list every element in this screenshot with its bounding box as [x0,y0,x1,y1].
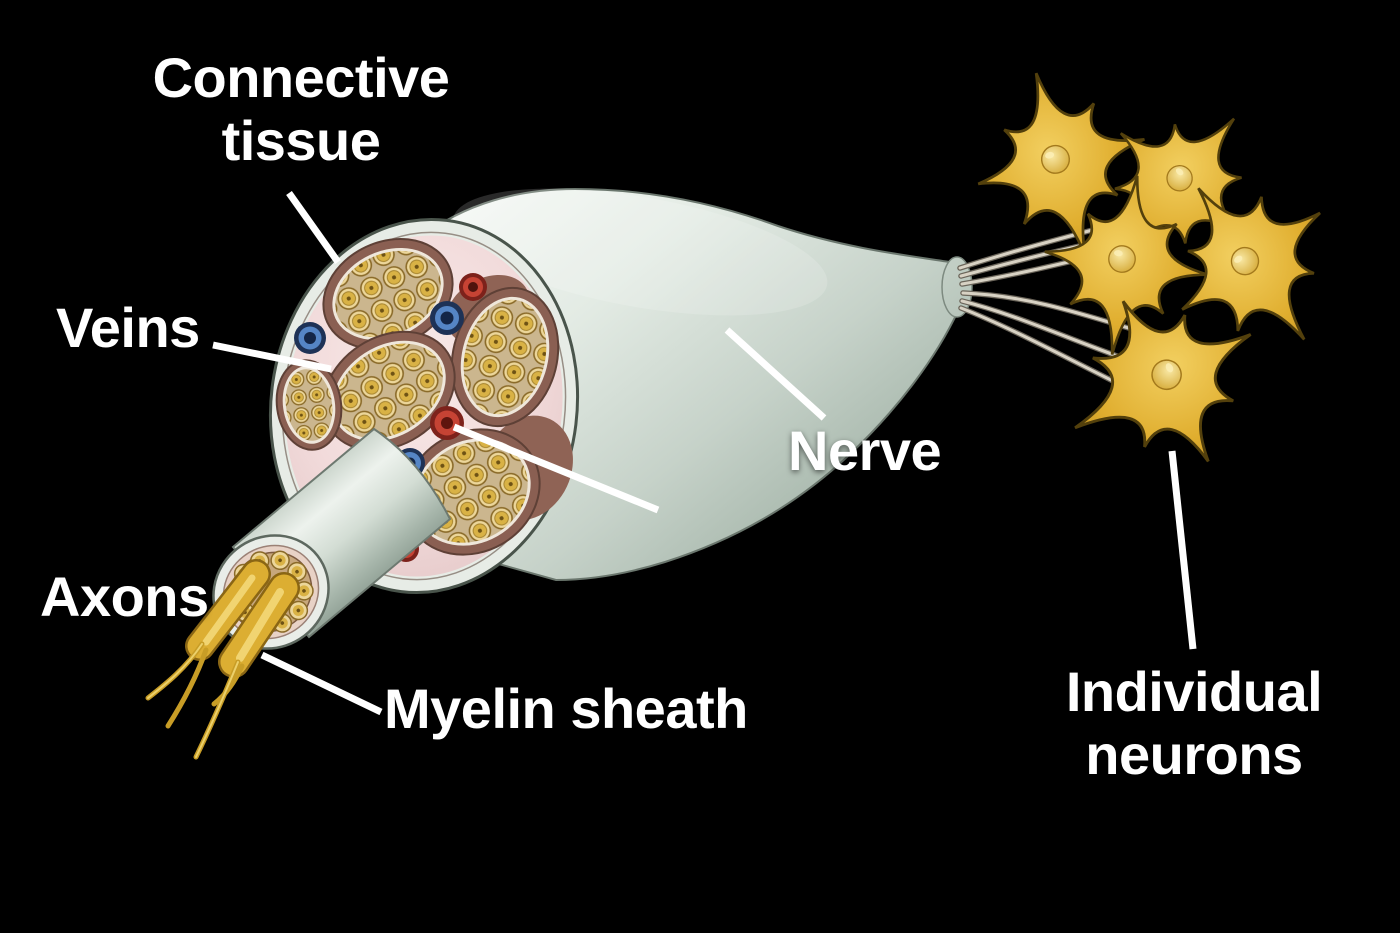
fascicle [450,286,560,428]
myelin-sheath-label: Myelin sheath [384,677,748,740]
myelinated-axons [145,559,300,760]
nerve-leader-line [724,327,827,421]
artery [459,273,487,301]
artery [430,406,464,440]
protruding-fascicle [145,427,452,760]
myelin-sheath-leader-line [260,651,383,716]
nerve-label: Nerve [788,419,942,482]
veins-label: Veins [56,296,200,359]
fascicle [322,330,456,452]
connective-tissue-leader-line [286,190,341,265]
axon-fiber-tips-highlight [147,643,239,758]
axons-label: Axons [40,565,209,628]
fascicle [322,238,454,350]
veins-leader-line [212,341,332,373]
vein [294,322,326,354]
fascicle [275,359,343,451]
individual-neurons-leader-line [1168,450,1197,650]
individual-neurons-label: Individual neurons [1065,660,1323,787]
connective-tissue-label: Connective tissue [152,46,450,173]
neuron-cluster [953,49,1376,511]
artery-leader-line [452,423,660,514]
vein [430,301,464,335]
